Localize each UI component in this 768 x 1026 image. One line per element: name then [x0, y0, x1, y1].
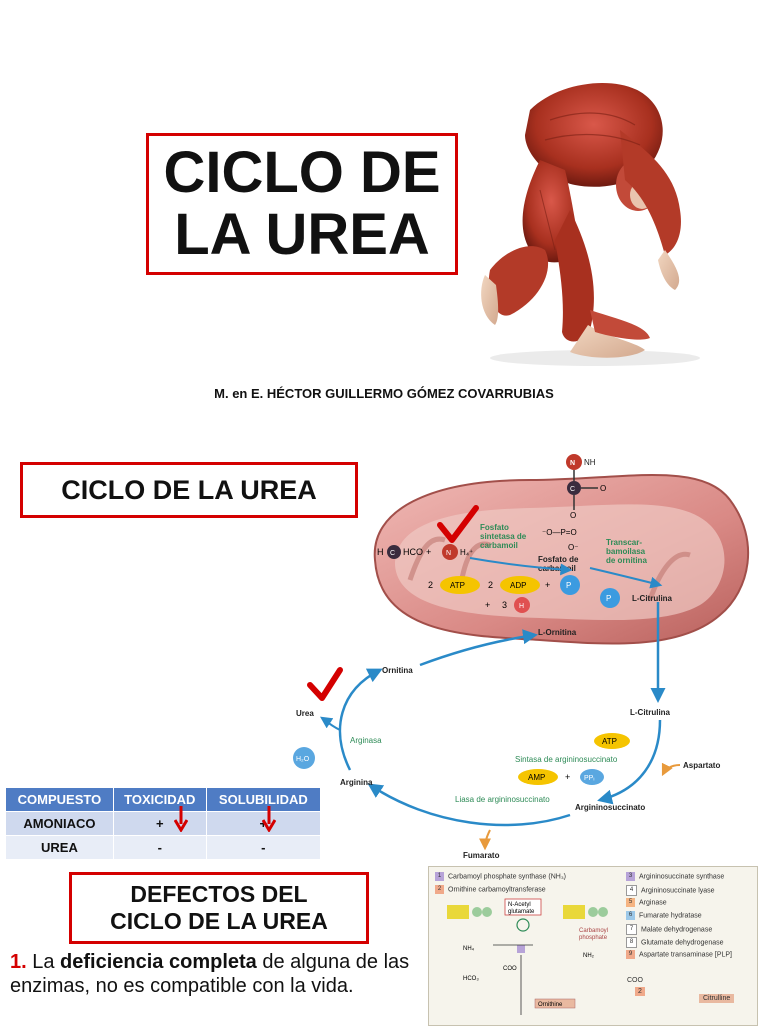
arginasa-label: Arginasa — [350, 736, 382, 745]
svg-text:ATP: ATP — [602, 737, 617, 746]
liasa-label: Liasa de argininosuccinato — [455, 795, 550, 804]
enzyme-label-1: Fosfato sintetasa de carbamoil — [480, 523, 528, 550]
subtitle-box: CICLO DE LA UREA — [20, 462, 358, 518]
check-mark-icon — [437, 505, 479, 543]
legend-coo-label: COO — [627, 977, 643, 984]
down-arrow-icon — [261, 806, 276, 832]
ornitina-mito-label: L-Ornitina — [538, 628, 577, 637]
author-name: M. en E. HÉCTOR GUILLERMO GÓMEZ COVARRUB… — [214, 386, 554, 401]
table-header-compuesto: COMPUESTO — [5, 787, 114, 812]
urea-cycle-diagram: N NH C O O ⁻O—P=O O⁻ H C HCO + N H₄⁺ Fos… — [293, 454, 750, 860]
svg-text:O: O — [570, 511, 576, 520]
defects-title-1: DEFECTOS DEL — [130, 881, 308, 907]
fumarato-label: Fumarato — [463, 851, 500, 860]
svg-text:glutamate: glutamate — [508, 909, 535, 915]
svg-text:2: 2 — [428, 580, 433, 590]
enzyme-label-2: Transcar- bamoilasa de ornitina — [606, 538, 647, 565]
svg-text:O: O — [600, 484, 606, 493]
svg-text:+: + — [545, 580, 550, 590]
defects-box: DEFECTOS DEL CICLO DE LA UREA — [69, 872, 369, 944]
hco3-text: HCO — [403, 547, 423, 557]
cell-toxicity: + — [112, 806, 207, 836]
defect-point-1: 1. La deficiencia completa de alguna de … — [10, 951, 410, 997]
svg-text:+: + — [426, 547, 431, 557]
down-arrow-icon — [173, 806, 188, 832]
svg-text:N-Acetyl: N-Acetyl — [508, 902, 531, 908]
table-header-solubilidad: SOLUBILIDAD — [205, 787, 322, 812]
carbamoyl-phosphate-label: Fosfato de carbamoil — [538, 555, 581, 573]
svg-text:N: N — [446, 550, 451, 557]
cell-solubility: + — [205, 806, 322, 836]
title-line-2: LA UREA — [174, 202, 430, 267]
urea-label: Urea — [296, 709, 314, 718]
svg-text:HCO₃: HCO₃ — [463, 976, 479, 982]
svg-text:C: C — [390, 550, 395, 557]
arginina-label: Arginina — [340, 778, 373, 787]
page-title: CICLO DE LA UREA — [163, 142, 440, 266]
svg-text:+: + — [565, 772, 570, 782]
svg-text:AMP: AMP — [528, 773, 545, 782]
citrulina-mito-label: L-Citrulina — [632, 594, 673, 603]
svg-text:+: + — [485, 600, 490, 610]
muscle-figure-illustration — [481, 83, 700, 366]
table-row: AMONIACO + + — [5, 806, 322, 836]
svg-text:3: 3 — [502, 600, 507, 610]
svg-text:Carbamoyl: Carbamoyl — [579, 928, 608, 934]
argininosuccinato-label: Argininosuccinato — [575, 803, 645, 812]
sintasa-label: Sintasa de argininosuccinato — [515, 755, 618, 764]
atp-label: ATP — [450, 581, 465, 590]
nh2-n: N — [570, 460, 575, 467]
h2o-label: H₂O — [296, 756, 310, 763]
table-header-toxicidad: TOXICIDAD — [112, 787, 207, 812]
pi-label: P — [566, 581, 571, 590]
svg-text:NH₄: NH₄ — [463, 946, 475, 952]
adp-label: ADP — [510, 581, 526, 590]
svg-text:COO: COO — [503, 966, 517, 972]
svg-text:phosphate: phosphate — [579, 935, 608, 941]
check-mark-icon-2 — [307, 667, 343, 701]
aspartato-label: Aspartato — [683, 761, 720, 770]
svg-text:C: C — [570, 486, 575, 493]
compound-table: COMPUESTO TOXICIDAD SOLUBILIDAD AMONIACO… — [5, 787, 322, 860]
svg-text:Ornithine: Ornithine — [538, 1002, 563, 1008]
svg-text:P: P — [606, 594, 611, 603]
svg-text:O⁻: O⁻ — [568, 543, 578, 552]
title-box: CICLO DE LA UREA — [146, 133, 458, 275]
svg-text:PPᵢ: PPᵢ — [584, 775, 594, 782]
nh2-label: NH — [584, 458, 596, 467]
svg-text:NH₂: NH₂ — [583, 953, 595, 959]
mini-pathway-diagram: N-Acetyl glutamate Carbamoyl phosphate N… — [447, 898, 608, 1015]
hco3-label: H — [377, 547, 384, 557]
svg-text:2: 2 — [488, 580, 493, 590]
title-line-1: CICLO DE — [163, 140, 441, 205]
defects-title-2: CICLO DE LA UREA — [110, 908, 328, 934]
legend-citrulline-label: Citrulline — [699, 994, 735, 1003]
legend-step-2: 2 — [635, 987, 645, 996]
svg-text:H: H — [519, 603, 524, 610]
table-row: UREA - - — [5, 835, 322, 860]
svg-text:⁻O—P=O: ⁻O—P=O — [542, 528, 577, 537]
subtitle: CICLO DE LA UREA — [61, 474, 317, 505]
svg-text:H₄⁺: H₄⁺ — [460, 548, 473, 557]
citrulina-label: L-Citrulina — [630, 708, 671, 717]
ornitina-label: Ornitina — [382, 666, 413, 675]
